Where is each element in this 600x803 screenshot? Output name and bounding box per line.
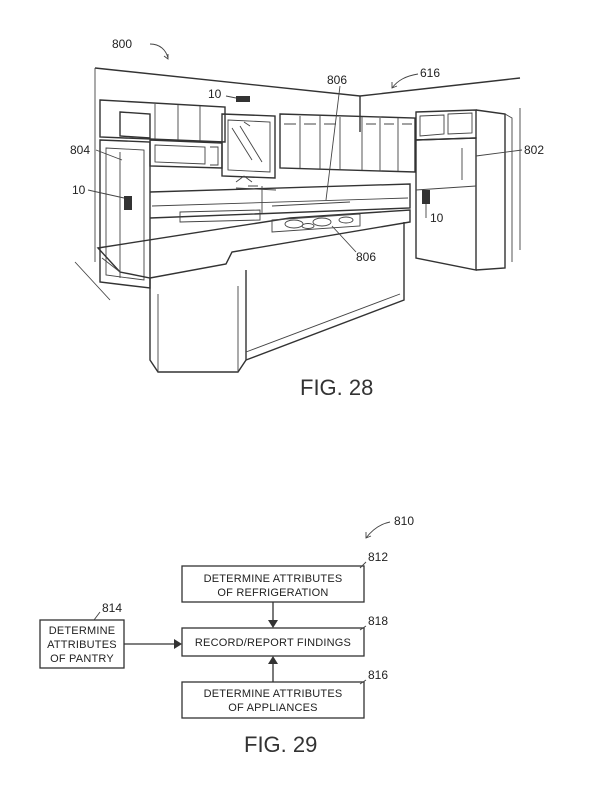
left-upper-cabinets <box>99 99 226 143</box>
box-appliances-line1: DETERMINE ATTRIBUTES <box>204 688 343 700</box>
box-record: RECORD/REPORT FINDINGS <box>181 627 365 657</box>
ref-802: 802 <box>524 143 544 157</box>
box-pantry-line2: ATTRIBUTES <box>47 639 117 651</box>
ref-810: 810 <box>394 514 414 528</box>
ref-10-fridge: 10 <box>430 211 444 225</box>
kitchen-island <box>96 209 411 373</box>
box-pantry: DETERMINE ATTRIBUTES OF PANTRY <box>39 619 125 669</box>
box-record-line1: RECORD/REPORT FINDINGS <box>195 637 351 649</box>
ref-818: 818 <box>368 614 388 628</box>
ref-816: 816 <box>368 668 388 682</box>
window <box>221 96 276 179</box>
back-counter <box>149 183 411 223</box>
fig-29-caption: FIG. 29 <box>244 732 317 757</box>
box-pantry-line3: OF PANTRY <box>50 653 114 665</box>
sensor-fridge <box>422 190 430 204</box>
tall-wall-unit <box>99 139 151 289</box>
fig-28-caption: FIG. 28 <box>300 375 373 400</box>
box-refrigeration-line2: OF REFRIGERATION <box>217 587 328 599</box>
kitchen-drawing <box>74 43 523 373</box>
sensor-left <box>124 196 132 210</box>
microwave <box>149 139 223 169</box>
sensor-top <box>236 96 250 102</box>
ref-616: 616 <box>420 66 440 80</box>
flow-arrows <box>124 602 278 682</box>
ref-804: 804 <box>70 143 90 157</box>
ref-812: 812 <box>368 550 388 564</box>
ref-814: 814 <box>102 601 122 615</box>
ref-10-left: 10 <box>72 183 86 197</box>
refrigerator <box>415 108 521 271</box>
ref-806-cooktop: 806 <box>356 250 376 264</box>
box-appliances: DETERMINE ATTRIBUTES OF APPLIANCES <box>181 681 365 719</box>
right-upper-cabinets <box>279 113 416 173</box>
box-refrigeration: DETERMINE ATTRIBUTES OF REFRIGERATION <box>181 565 365 603</box>
ref-810-leader <box>365 521 391 539</box>
ref-806-top: 806 <box>327 73 347 87</box>
ref-10-top: 10 <box>208 87 222 101</box>
box-pantry-line1: DETERMINE <box>49 625 116 637</box>
ref-800: 800 <box>112 37 132 51</box>
box-appliances-line2: OF APPLIANCES <box>228 702 317 714</box>
box-refrigeration-line1: DETERMINE ATTRIBUTES <box>204 573 343 585</box>
